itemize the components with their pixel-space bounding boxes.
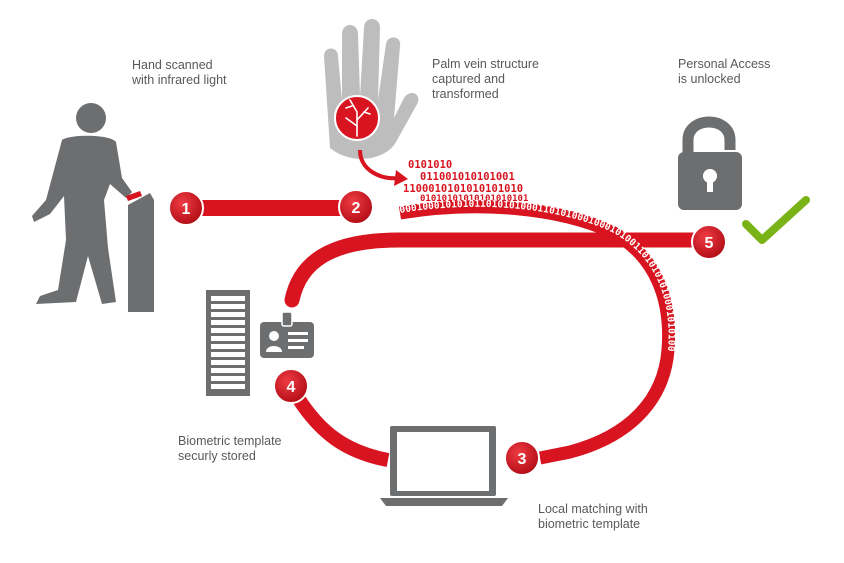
- binary-band-text: 0001000101010110101010001101010001000101…: [399, 199, 677, 352]
- binary-line-4: 01010101010101010101: [420, 194, 528, 204]
- laptop-icon: [380, 426, 508, 506]
- step-2-label: 2: [352, 200, 361, 217]
- step-4: 4: [273, 368, 309, 404]
- server-rack-icon: [206, 290, 250, 396]
- step-4-label: 4: [287, 379, 296, 396]
- person-icon: [32, 103, 132, 304]
- caption-palm-vein: Palm vein structure captured and transfo…: [432, 57, 539, 101]
- step-5-label: 5: [705, 235, 714, 252]
- flow-loop: [195, 200, 708, 467]
- kiosk-scanner-icon: [126, 191, 154, 312]
- caption-local-matching: Local matching with biometric template: [538, 502, 648, 531]
- binary-line-1: 0101010: [408, 159, 452, 171]
- id-card-icon: [260, 311, 314, 358]
- caption-template-stored: Biometric template securly stored: [178, 434, 282, 463]
- caption-personal-access: Personal Access is unlocked: [678, 57, 771, 86]
- caption-hand-scanned: Hand scanned with infrared light: [132, 58, 227, 87]
- checkmark-icon: [742, 196, 810, 244]
- step-1-label: 1: [182, 201, 191, 218]
- binary-line-2: 011001010101001: [420, 171, 515, 183]
- padlock-unlocked-icon: [678, 116, 742, 210]
- binary-line-3: 1100010101010101010: [403, 183, 523, 195]
- palm-hand-icon: [324, 19, 419, 186]
- step-3-label: 3: [518, 451, 527, 468]
- binary-data: 0101010 011001010101001 1100010101010101…: [398, 159, 677, 465]
- step-5: 5: [691, 224, 727, 260]
- step-2: 2: [338, 189, 374, 225]
- step-3: 3: [504, 440, 540, 476]
- binary-band-stroke: [398, 200, 676, 465]
- connector-4-laptop: [292, 394, 390, 467]
- step-1: 1: [168, 190, 204, 226]
- connector-5-server: [284, 232, 708, 308]
